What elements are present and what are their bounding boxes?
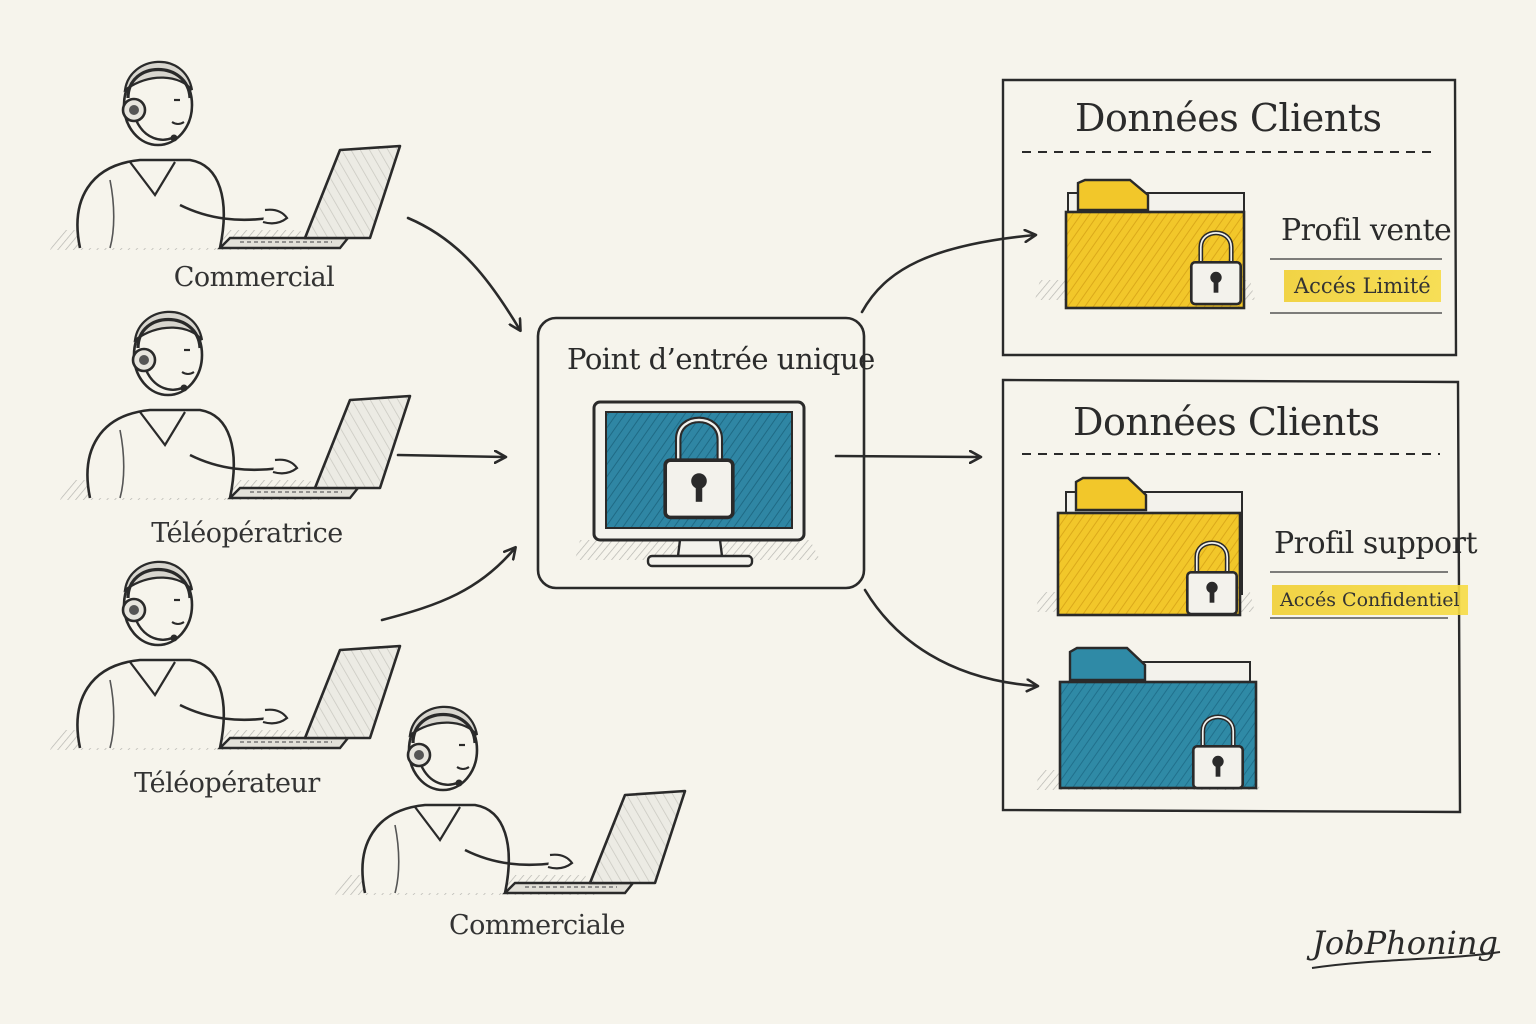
arrow-entry-to-support [834, 456, 980, 457]
entry-point-title: Point d’entrée unique [567, 342, 875, 376]
user-commercial [48, 60, 402, 252]
arrow-teleoperatrice-to-entry [396, 455, 505, 457]
arrow-entry-to-confidential [863, 588, 1037, 686]
entry-point-box [536, 316, 866, 590]
panel-vente-profile: Profil vente [1281, 213, 1452, 248]
panel-support-title: Données Clients [1073, 400, 1380, 444]
arrow-commercial-to-entry [406, 216, 520, 330]
user-teleoperatrice [58, 310, 412, 502]
folder-vente-icon [1035, 178, 1255, 310]
user-label-teleoperateur: Téléopérateur [134, 768, 320, 799]
folder-confidential-icon [1035, 646, 1260, 790]
user-label-commerciale: Commerciale [449, 910, 625, 941]
arrow-entry-to-vente [860, 235, 1035, 314]
user-commerciale [333, 705, 687, 897]
panel-vente-title: Données Clients [1075, 96, 1382, 140]
panel-support-profile: Profil support [1274, 526, 1478, 561]
user-label-commercial: Commercial [173, 262, 335, 293]
panel-vente-access-badge: Accés Limité [1284, 270, 1441, 302]
panel-vente [1001, 78, 1458, 357]
brand-underline [1311, 951, 1501, 969]
user-label-teleoperatrice: Téléopératrice [151, 518, 343, 549]
arrow-teleoperateur-to-entry [380, 548, 515, 622]
folder-support-icon [1035, 476, 1255, 615]
panel-support-access-badge: Accés Confidentiel [1272, 585, 1468, 615]
panel-support [1001, 378, 1462, 814]
user-teleoperateur [48, 560, 402, 752]
brand-logo: JobPhoning [1312, 924, 1498, 962]
